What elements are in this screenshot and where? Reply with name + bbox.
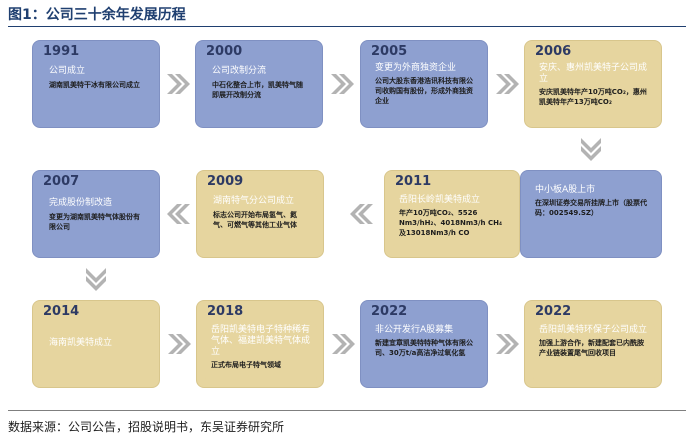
event-headline: 完成股份制改造 — [49, 198, 113, 208]
event-card-1991: 1991 公司成立 湖南凯美特干冰有限公司成立 — [32, 40, 160, 128]
event-body: 非公开发行A股募集 新建宜章凯美特特种气体有限公司、30万t/a高洁净过氧化氢 — [369, 321, 481, 385]
chevron-left-icon — [350, 204, 373, 224]
event-year: 2000 — [206, 44, 243, 59]
figure-title: 图1：公司三十余年发展历程 — [8, 7, 186, 23]
event-detail: 正式布局电子特气领域 — [211, 361, 281, 369]
event-headline: 变更为外商独资企业 — [375, 63, 457, 73]
event-year: 2014 — [43, 304, 80, 319]
event-headline: 公司改制分流 — [212, 66, 267, 76]
source-divider — [8, 410, 686, 411]
event-detail: 中石化整合上市，凯美特气随即展开改制分流 — [212, 81, 303, 99]
event-year: 2005 — [371, 44, 408, 59]
event-card-2011-listing: 中小板A股上市 在深圳证券交易所挂牌上市（股票代码：002549.SZ） — [520, 170, 662, 258]
event-body: 变更为外商独资企业 公司大股东香港浩讯科技有限公司收购国有股份，形成外商独资企业 — [369, 59, 481, 125]
chevron-right-icon — [168, 334, 191, 354]
event-detail: 新建宜章凯美特特种气体有限公司、30万t/a高洁净过氧化氢 — [375, 339, 473, 357]
event-headline: 岳阳凯美特电子特种稀有气体、福建凯美特气体成立 — [211, 325, 311, 357]
event-headline: 岳阳长岭凯美特成立 — [399, 195, 481, 205]
event-body: 安庆、惠州凯美特子公司成立 安庆凯美特年产10万吨CO₂，惠州凯美特年产13万吨… — [533, 59, 655, 125]
event-year: 2018 — [207, 304, 244, 319]
event-body: 中小板A股上市 在深圳证券交易所挂牌上市（股票代码：002549.SZ） — [529, 181, 657, 253]
chevron-right-icon — [331, 74, 354, 94]
event-detail: 加强上游合作，新建配套已内酰胺产业链装置尾气回收项目 — [539, 339, 644, 357]
event-card-2011: 2011 岳阳长岭凯美特成立 年产10万吨CO₂、5526 Nm3/hH₂、40… — [384, 170, 520, 258]
event-body: 湖南特气分公司成立 标志公司开始布局氢气、氮气、可燃气等其他工业气体 — [205, 191, 317, 253]
event-year: 2006 — [535, 44, 572, 59]
event-card-2005: 2005 变更为外商独资企业 公司大股东香港浩讯科技有限公司收购国有股份，形成外… — [360, 40, 488, 128]
event-body: 公司成立 湖南凯美特干冰有限公司成立 — [41, 61, 153, 123]
event-year: 2022 — [371, 304, 408, 319]
chevron-right-icon — [496, 334, 519, 354]
event-year: 2022 — [535, 304, 572, 319]
event-card-2006: 2006 安庆、惠州凯美特子公司成立 安庆凯美特年产10万吨CO₂，惠州凯美特年… — [524, 40, 662, 128]
event-body: 完成股份制改造 变更为湖南凯美特气体股份有限公司 — [41, 193, 153, 253]
event-card-2007: 2007 完成股份制改造 变更为湖南凯美特气体股份有限公司 — [32, 170, 160, 258]
chevron-down-icon — [86, 268, 106, 291]
chevron-right-icon — [167, 74, 190, 94]
event-card-2014: 2014 海南凯美特成立 — [32, 300, 160, 388]
event-detail: 年产10万吨CO₂、5526 Nm3/hH₂、4018Nm3/h CH₄及130… — [399, 209, 503, 237]
event-card-2009: 2009 湖南特气分公司成立 标志公司开始布局氢气、氮气、可燃气等其他工业气体 — [196, 170, 324, 258]
event-year: 2011 — [395, 174, 432, 189]
event-detail: 湖南凯美特干冰有限公司成立 — [49, 81, 140, 89]
event-year: 2007 — [43, 174, 80, 189]
event-headline: 岳阳凯美特环保子公司成立 — [539, 325, 648, 335]
event-detail: 安庆凯美特年产10万吨CO₂，惠州凯美特年产13万吨CO₂ — [539, 88, 647, 106]
event-headline: 湖南特气分公司成立 — [213, 196, 295, 206]
event-body: 公司改制分流 中石化整合上市，凯美特气随即展开改制分流 — [204, 61, 316, 123]
title-divider — [8, 26, 686, 27]
event-year: 2009 — [207, 174, 244, 189]
event-year: 1991 — [43, 44, 80, 59]
event-headline: 公司成立 — [49, 66, 86, 76]
event-card-2022-environment: 2022 岳阳凯美特环保子公司成立 加强上游合作，新建配套已内酰胺产业链装置尾气… — [524, 300, 662, 388]
event-card-2000: 2000 公司改制分流 中石化整合上市，凯美特气随即展开改制分流 — [195, 40, 323, 128]
event-headline: 海南凯美特成立 — [49, 338, 113, 348]
chevron-right-icon — [496, 74, 519, 94]
event-headline: 中小板A股上市 — [535, 185, 596, 195]
event-headline: 非公开发行A股募集 — [375, 325, 454, 335]
event-card-2022-offering: 2022 非公开发行A股募集 新建宜章凯美特特种气体有限公司、30万t/a高洁净… — [360, 300, 488, 388]
event-card-2018: 2018 岳阳凯美特电子特种稀有气体、福建凯美特气体成立 正式布局电子特气领域 — [196, 300, 324, 388]
event-detail: 标志公司开始布局氢气、氮气、可燃气等其他工业气体 — [213, 211, 297, 229]
event-body: 岳阳长岭凯美特成立 年产10万吨CO₂、5526 Nm3/hH₂、4018Nm3… — [393, 191, 515, 253]
data-source-note: 数据来源：公司公告，招股说明书，东吴证券研究所 — [8, 420, 285, 434]
chevron-left-icon — [167, 204, 190, 224]
event-detail: 公司大股东香港浩讯科技有限公司收购国有股份，形成外商独资企业 — [375, 77, 473, 105]
event-headline: 安庆、惠州凯美特子公司成立 — [539, 63, 648, 84]
event-body: 海南凯美特成立 — [41, 323, 153, 383]
chevron-down-icon — [581, 138, 601, 161]
event-body: 岳阳凯美特电子特种稀有气体、福建凯美特气体成立 正式布局电子特气领域 — [205, 321, 317, 385]
event-detail: 在深圳证券交易所挂牌上市（股票代码：002549.SZ） — [535, 199, 647, 217]
event-body: 岳阳凯美特环保子公司成立 加强上游合作，新建配套已内酰胺产业链装置尾气回收项目 — [533, 321, 655, 385]
event-detail: 变更为湖南凯美特气体股份有限公司 — [49, 213, 140, 231]
chevron-right-icon — [332, 334, 355, 354]
